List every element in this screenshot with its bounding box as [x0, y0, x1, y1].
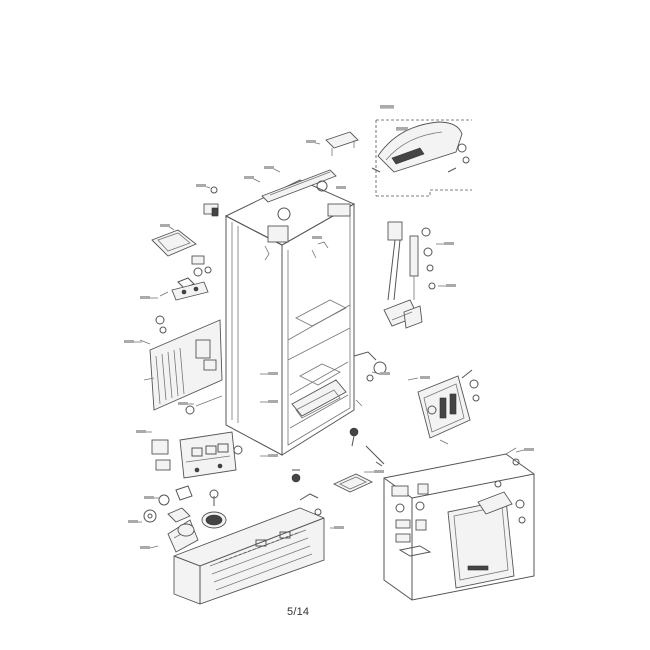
top-hinge-assembly: [261, 169, 351, 261]
base-tray: [173, 493, 325, 605]
evaporator-cover: [417, 369, 480, 445]
refrigerator-cabinet: [224, 179, 356, 456]
upper-left-small-parts: [151, 186, 219, 334]
top-cap-part: [325, 131, 359, 156]
side-bracket-parts: [353, 351, 387, 407]
faded-part-number-marks: [124, 105, 534, 549]
main-pcb-assembly: [151, 431, 243, 501]
control-board-panel: [139, 319, 223, 415]
part-leader-marks: [134, 107, 525, 549]
damper-water-parts: [383, 221, 436, 329]
ice-maker-inset-top: [371, 119, 472, 197]
dispenser-inset-box: [383, 447, 535, 601]
drain-pan-parts: [291, 427, 385, 493]
page-number: 5/14: [287, 606, 310, 618]
